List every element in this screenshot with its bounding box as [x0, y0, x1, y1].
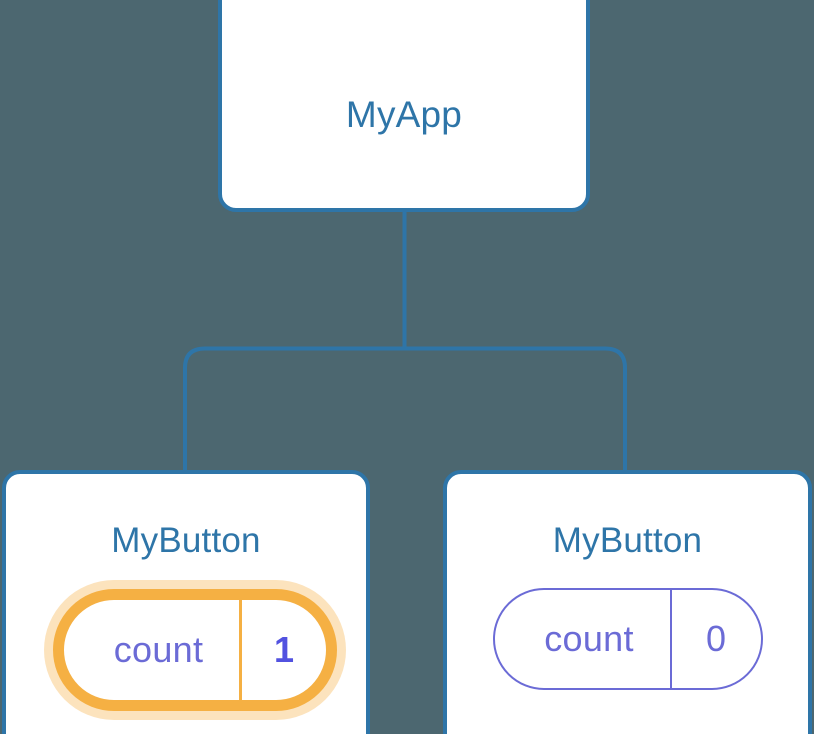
node-myapp[interactable]: MyApp [218, 0, 590, 212]
state-pill-plain-wrapper[interactable]: count 0 [492, 588, 763, 690]
state-key-label: count [113, 629, 204, 670]
node-mybutton-left-title: MyButton [111, 521, 261, 560]
state-pill-highlighted-wrapper[interactable]: count 1 [44, 580, 346, 720]
node-mybutton-left[interactable]: MyButton count 1 [2, 470, 370, 734]
edge-bus-children [183, 346, 627, 472]
node-myapp-title: MyApp [345, 94, 463, 135]
state-value-label: 1 [239, 600, 326, 700]
state-pill-highlighted[interactable]: count 1 [53, 589, 337, 711]
node-mybutton-right[interactable]: MyButton count 0 [443, 470, 812, 734]
state-key-label: count [544, 618, 634, 659]
state-value-label: 0 [669, 590, 761, 688]
state-pill-plain[interactable]: count 0 [492, 588, 763, 690]
node-mybutton-right-title: MyButton [552, 521, 703, 560]
